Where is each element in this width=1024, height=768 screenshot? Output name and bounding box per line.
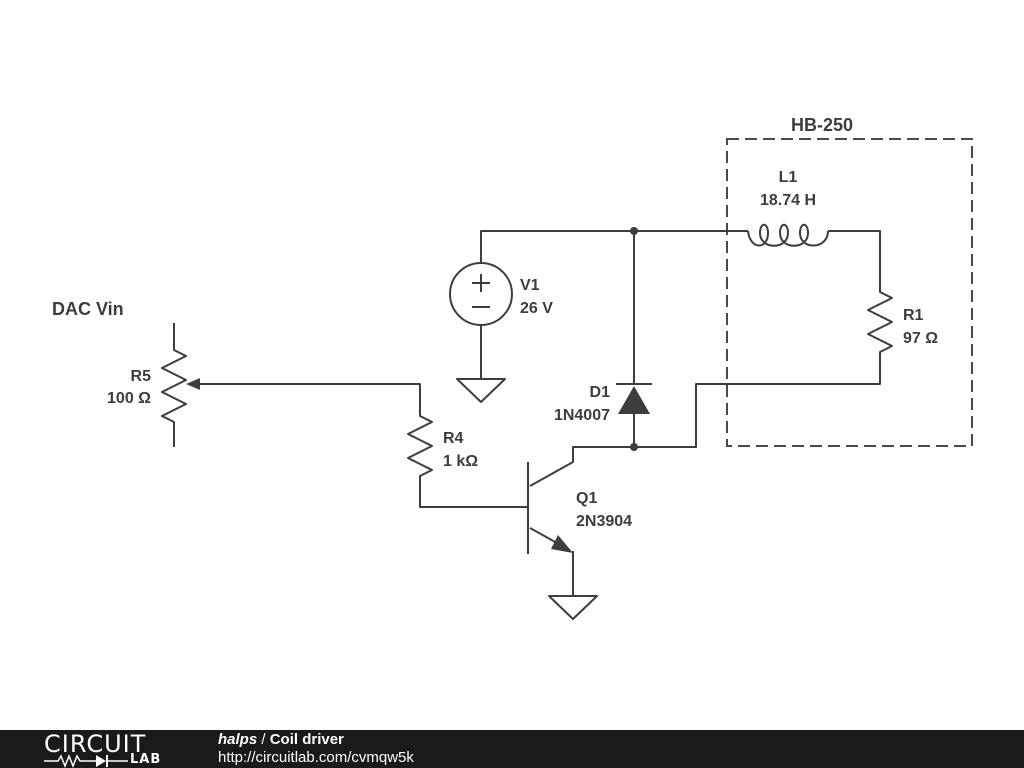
circuitlab-logo[interactable]: CIRCUIT LAB <box>44 732 174 768</box>
diode-triangle-icon <box>618 386 650 414</box>
q1-ref: Q1 <box>576 490 597 507</box>
r4-value: 1 kΩ <box>443 453 478 470</box>
transistor-q1 <box>527 446 634 595</box>
potentiometer-r5 <box>161 323 421 447</box>
circuit-url-link[interactable]: http://circuitlab.com/cvmqw5k <box>218 749 414 766</box>
dac-vin-label: DAC Vin <box>52 299 124 319</box>
resistor-r1 <box>634 288 893 448</box>
logo-resistor-diode-icon <box>44 754 128 768</box>
logo-lab-text: LAB <box>130 752 162 767</box>
ground-v1-icon <box>456 378 506 403</box>
inductor-l1 <box>634 223 881 288</box>
r4-ref: R4 <box>443 430 464 447</box>
l1-value: 18.74 H <box>760 192 816 209</box>
d1-ref: D1 <box>590 384 611 401</box>
d1-value: 1N4007 <box>554 407 610 424</box>
module-label: HB-250 <box>791 115 853 135</box>
r1-value: 97 Ω <box>903 330 938 347</box>
v1-ref: V1 <box>520 277 540 294</box>
l1-ref: L1 <box>779 169 798 186</box>
circuit-schematic: HB-250 DAC Vin R5 100 Ω R4 1 kΩ Q1 2N390… <box>52 115 973 620</box>
r5-ref: R5 <box>131 368 152 385</box>
wiper-arrow-icon <box>186 378 200 390</box>
footer-bar: CIRCUIT LAB halps / Coil driver http://c… <box>0 730 1024 768</box>
v1-value: 26 V <box>520 300 553 317</box>
diode-d1 <box>616 231 652 447</box>
logo-circuit-text: CIRCUIT <box>44 730 147 758</box>
r5-value: 100 Ω <box>107 390 151 407</box>
voltage-source-v1 <box>449 230 634 378</box>
circuit-title: Coil driver <box>269 731 344 748</box>
resistor-r4 <box>407 410 528 508</box>
ground-q1-icon <box>548 595 598 620</box>
author-link[interactable]: halps <box>218 731 258 748</box>
hb250-module-box <box>726 138 973 447</box>
credit-line: halps / Coil driver <box>218 731 344 749</box>
q1-value: 2N3904 <box>576 513 632 530</box>
r1-ref: R1 <box>903 307 924 324</box>
credit-separator: / <box>257 731 270 748</box>
emitter-arrow-icon <box>551 535 573 553</box>
